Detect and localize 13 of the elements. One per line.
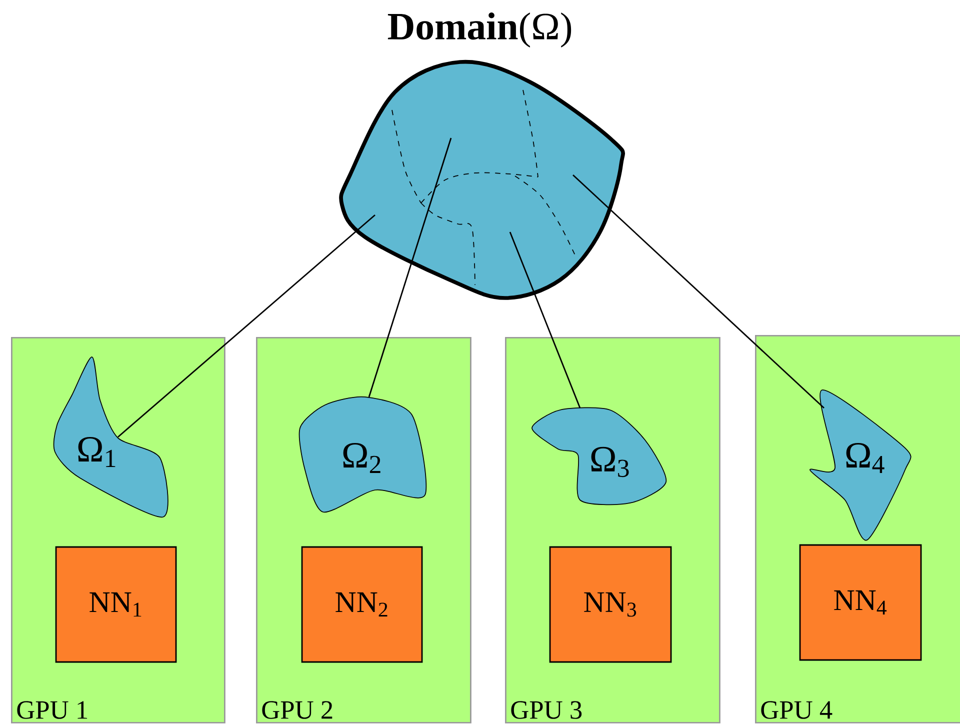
connector-line [509,232,581,408]
connector-line [572,174,824,409]
gpu-label: GPU 1 [17,701,88,719]
connector-line [368,138,452,398]
connector-line [118,214,376,438]
network-box: NN$_{4}$ [799,544,922,661]
domain-title: Domain(Ω) [388,12,572,48]
gpu-label: GPU 3 [511,701,582,719]
gpu-label: GPU 2 [262,701,332,719]
network-box: NN$_{3}$ [549,546,672,663]
gpu-label: GPU 4 [761,701,832,719]
network-box: NN$_{1}$ [55,546,177,663]
network-box: NN$_{2}$ [301,546,423,663]
